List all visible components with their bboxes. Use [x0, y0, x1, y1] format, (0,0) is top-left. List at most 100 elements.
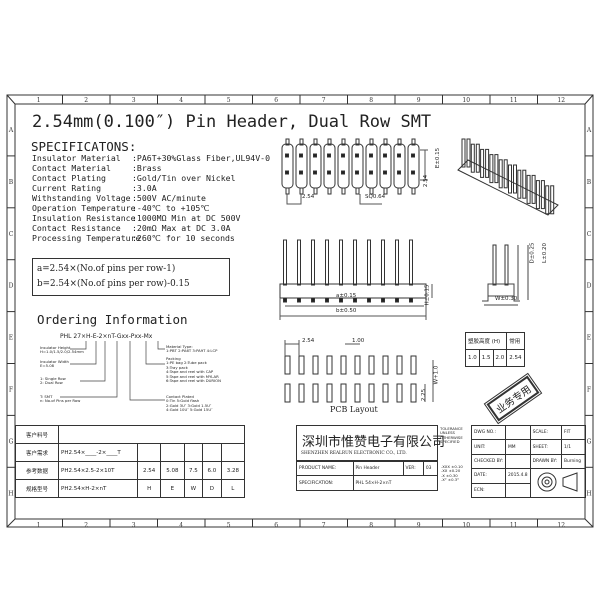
spec-label: Operation Temperature: [32, 203, 136, 213]
text-cell: [505, 453, 531, 470]
row-label: F: [9, 387, 13, 394]
column-label: 8: [369, 97, 373, 104]
column-label: 2: [84, 97, 88, 104]
row-label: E: [587, 335, 591, 342]
ordering-code: PHL 27×H-E-2×nT-Gxx-Pxx-Mx: [60, 333, 153, 340]
text-cell: n: No.of Pins per Row: [40, 398, 81, 404]
text-cell: Insulator Height: [40, 345, 71, 350]
text-cell: DWG NO.:: [471, 424, 506, 441]
spec-label: Current Rating: [32, 183, 102, 193]
formula-box: a=2.54×(No.of pins per row-1) b=2.54×(No…: [32, 258, 230, 296]
pcb-pad: 1.00: [352, 338, 365, 344]
column-label: 5: [227, 97, 231, 104]
table-row: 客户料号: [15, 425, 245, 444]
text-cell: SPECIFICATION:: [296, 475, 354, 491]
text-cell: 4:Tape and reel with CAP: [166, 369, 214, 375]
column-label: 11: [510, 522, 518, 529]
row-label: A: [586, 127, 592, 134]
row-label: F: [587, 387, 591, 394]
spec-label: Withstanding Voltage: [32, 193, 131, 203]
dim-a: a±0.15: [336, 293, 357, 299]
spec-label: Contact Resistance: [32, 223, 121, 233]
text-cell: 1:PBT 2:PA6T 3:PA9T 4:LCP: [166, 348, 218, 354]
text-cell: H=1.0/1.5/2.0/2.54mm: [40, 349, 84, 355]
text-cell: .XX ±0.20: [441, 468, 461, 474]
tolerance-values: .XXX ±0.10.XX ±0.20.X ±0.30.X° ±0.3°: [441, 464, 463, 483]
spec-values: :PA6T+30%Glass Fiber,UL94V-0:Brass:Gold/…: [132, 153, 270, 243]
text-cell: Burning: [560, 453, 586, 470]
row-label: C: [9, 231, 14, 238]
text-cell: .X ±0.30: [441, 472, 458, 478]
text-cell: 2.54: [136, 461, 162, 480]
text-cell: 5.08: [160, 461, 185, 480]
text-cell: 1:PE bag 2:Tube pack: [166, 360, 207, 366]
text-cell: .X° ±0.3°: [441, 477, 460, 483]
column-label: 3: [132, 97, 136, 104]
text-cell: [505, 482, 531, 499]
column-label: 7: [322, 522, 326, 529]
column-label: 10: [462, 97, 470, 104]
text-cell: [58, 425, 245, 444]
text-cell: 参考数据: [15, 461, 59, 480]
text-cell: PH2.54×H-2×nT: [58, 479, 138, 498]
column-label: 1: [37, 97, 41, 104]
title-block: 深圳市惟赞电子有限公司 SHENZHEN REALRUN ELECTRONIC …: [296, 424, 586, 499]
text-cell: 1.0: [465, 349, 480, 367]
row-label: H: [8, 490, 13, 497]
text-cell: 6.0: [202, 461, 222, 480]
column-label: 6: [274, 522, 278, 529]
row-label: B: [587, 179, 592, 186]
text-cell: .XXX ±0.10: [441, 464, 463, 469]
dim-sq: SQ0.64: [365, 194, 386, 200]
text-cell: 6:Tape and reel with DURION: [166, 378, 221, 384]
spec-value: :-40℃ to +105℃: [132, 203, 210, 213]
text-cell: DATE:: [471, 468, 506, 484]
spec-value: :20mΩ Max at DC 3.0A: [132, 223, 231, 233]
formula-a: a=2.54×(No.of pins per row-1): [37, 264, 176, 274]
dim-h: H±0.15: [424, 284, 431, 306]
spec-value: :1000MΩ Min at DC 500V: [132, 213, 241, 223]
spec-label: Insulator Material: [32, 153, 121, 163]
row-label: D: [9, 283, 14, 290]
spec-value: :500V AC/minute: [132, 193, 206, 203]
text-cell: Contact Plated: [166, 394, 194, 399]
formula-b: b=2.54×(No.of pins per row)-0.15: [37, 279, 190, 289]
spec-value: :260℃ for 10 seconds: [132, 233, 235, 243]
pcb-pitch: 2.54: [302, 338, 315, 344]
column-label: 3: [132, 522, 136, 529]
spec-label: Contact Plating: [32, 173, 106, 183]
text-cell: 1/1: [560, 439, 586, 455]
text-cell: H: [136, 479, 162, 498]
column-label: 5: [227, 522, 231, 529]
tolerance-note: TOLERANCE UNLESS OTHERWISE SPECIFIED: [440, 426, 463, 445]
text-cell: Pin Header: [352, 460, 404, 477]
text-cell: E: [160, 479, 185, 498]
text-cell: ECN:: [471, 482, 506, 499]
text-cell: 2015.4.8: [505, 468, 531, 484]
text-cell: T: SMT: [40, 394, 53, 399]
column-label: 8: [369, 522, 373, 529]
dim-e: E±0.15: [435, 147, 442, 169]
text-cell: SHEET:: [529, 439, 562, 455]
spec-label: Processing Temperature: [32, 233, 141, 243]
text-cell: 1.5: [478, 349, 494, 367]
row-label: H: [586, 490, 591, 497]
text-cell: [183, 443, 204, 462]
text-cell: PRODUCT NAME:: [296, 460, 354, 477]
column-label: 2: [84, 522, 88, 529]
text-cell: 客户料号: [15, 425, 59, 444]
text-cell: E=5.08: [40, 363, 55, 369]
text-cell: 2:Gold 3U″ 3:Gold 1.5U″: [166, 402, 212, 408]
text-cell: Packing: [166, 356, 181, 361]
specifications-heading: SPECIFICATONS:: [31, 139, 137, 154]
text-cell: 2: Dual Row: [40, 380, 63, 386]
row-label: E: [9, 335, 13, 342]
